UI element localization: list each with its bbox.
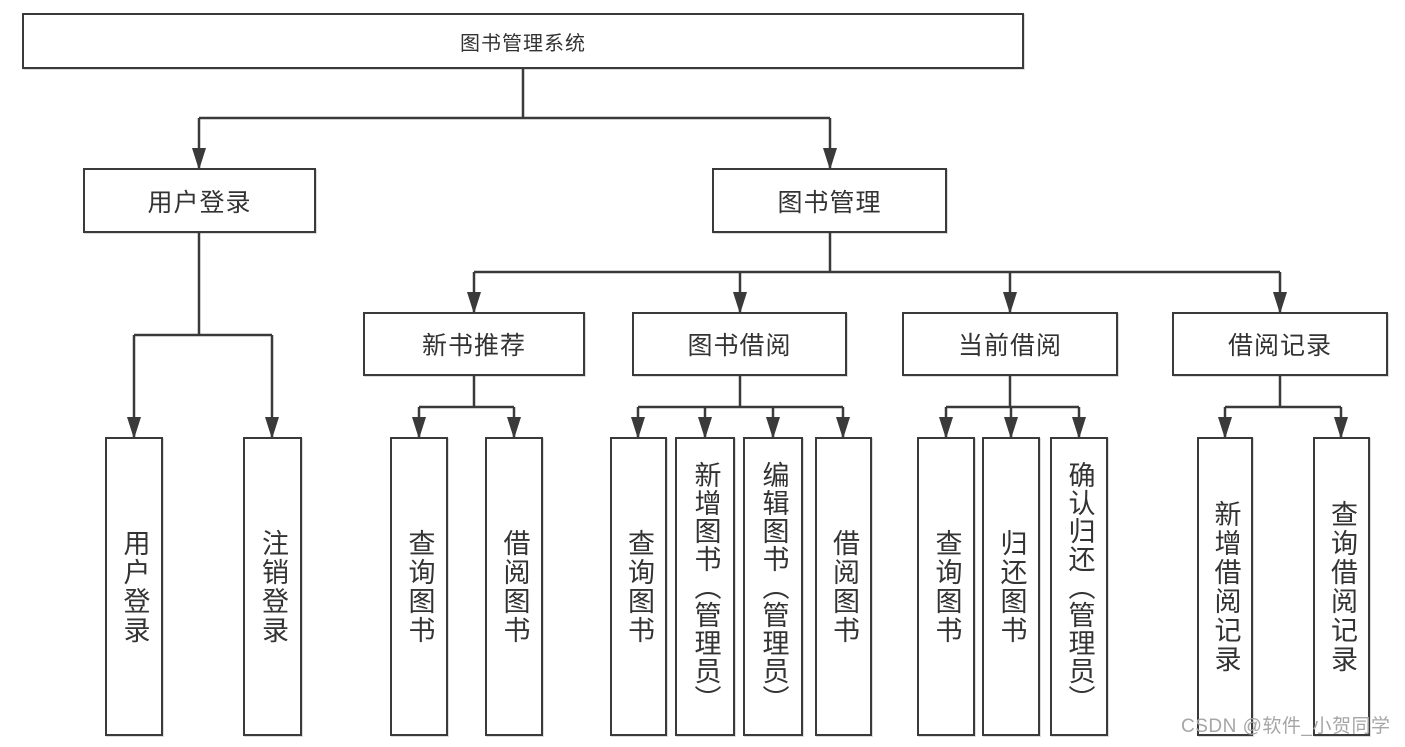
node-leaf-cb-query-book: 查询图书: [917, 437, 975, 736]
node-new-book-rec: 新书推荐: [363, 312, 585, 376]
node-leaf-nbr-query-book: 查询图书: [390, 437, 448, 736]
node-leaf-br-add-record: 新增借阅记录: [1197, 437, 1253, 736]
node-leaf-br-query-record: 查询借阅记录: [1313, 437, 1370, 736]
node-leaf-bb-edit-book: 编辑图书（管理员）: [743, 437, 803, 736]
node-book-borrow: 图书借阅: [632, 312, 847, 376]
node-book-mgmt: 图书管理: [712, 168, 947, 233]
node-leaf-nbr-borrow-book: 借阅图书: [485, 437, 543, 736]
node-leaf-logout: 注销登录: [243, 437, 302, 736]
node-leaf-cb-return-book: 归还图书: [982, 437, 1040, 736]
node-leaf-user-login: 用户登录: [105, 437, 163, 736]
node-leaf-bb-borrow-book: 借阅图书: [815, 437, 872, 736]
node-current-borrow: 当前借阅: [902, 312, 1118, 376]
node-user-login: 用户登录: [83, 168, 316, 233]
node-root: 图书管理系统: [22, 13, 1024, 69]
node-leaf-cb-confirm-return: 确认归还（管理员）: [1050, 437, 1108, 736]
node-leaf-bb-add-book: 新增图书（管理员）: [675, 437, 735, 736]
node-leaf-bb-query-book: 查询图书: [610, 437, 667, 736]
watermark: CSDN @软件_小贺同学: [1181, 716, 1391, 737]
node-borrow-record: 借阅记录: [1172, 312, 1388, 376]
